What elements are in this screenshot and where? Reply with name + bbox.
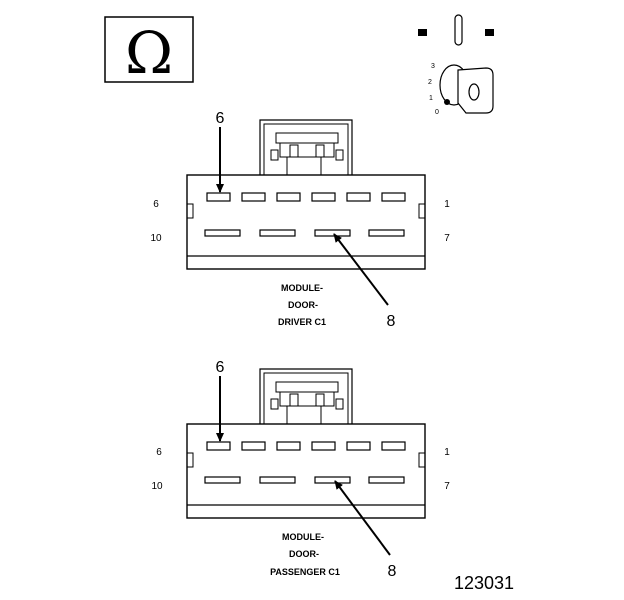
- connector-body: [186, 174, 426, 270]
- ignition-position-3: 3: [431, 63, 435, 70]
- connector-caption-line-1: MODULE-: [282, 532, 324, 542]
- ignition-key-icon: [439, 64, 494, 114]
- connector-caption-line-2: DOOR-: [288, 300, 318, 310]
- ignition-switch-icon: [418, 14, 494, 46]
- pin-label-bottom-right: 7: [444, 233, 450, 244]
- pin-label-top-left: 6: [156, 447, 162, 458]
- ignition-position-1: 1: [429, 95, 433, 102]
- callout-label-top: 6: [216, 110, 225, 127]
- connector-caption-line-3: PASSENGER C1: [270, 567, 340, 577]
- pin-label-bottom-right: 7: [444, 481, 450, 492]
- pin-label-bottom-left: 10: [151, 481, 163, 492]
- ohmmeter-icon: Ω: [104, 16, 194, 87]
- callout-label-top: 6: [216, 359, 225, 376]
- callout-arrow-bottom: [333, 233, 389, 306]
- connector-caption-line-1: MODULE-: [281, 283, 323, 293]
- connector-caption-line-3: DRIVER C1: [278, 317, 326, 327]
- ignition-position-2: 2: [428, 79, 432, 86]
- connector-latch: [259, 119, 353, 176]
- callout-arrow-bottom: [334, 480, 391, 556]
- pin-label-top-left: 6: [153, 199, 159, 210]
- ohm-symbol: Ω: [125, 19, 173, 87]
- callout-label-bottom: 8: [388, 563, 397, 580]
- terminal-row-bottom: [204, 229, 405, 237]
- connector-passenger: [186, 368, 426, 556]
- terminal-row-bottom: [204, 476, 405, 484]
- figure-id: 123031: [454, 573, 514, 593]
- terminal-row-top: [206, 441, 406, 451]
- pin-label-top-right: 1: [444, 199, 450, 210]
- callout-label-bottom: 8: [387, 313, 396, 330]
- connector-driver: [186, 119, 426, 306]
- connector-caption-line-2: DOOR-: [289, 549, 319, 559]
- ignition-position-0: 0: [435, 109, 439, 116]
- pin-label-bottom-left: 10: [150, 233, 162, 244]
- connector-latch: [259, 368, 353, 425]
- terminal-row-top: [206, 192, 406, 202]
- pin-label-top-right: 1: [444, 447, 450, 458]
- connector-body: [186, 423, 426, 519]
